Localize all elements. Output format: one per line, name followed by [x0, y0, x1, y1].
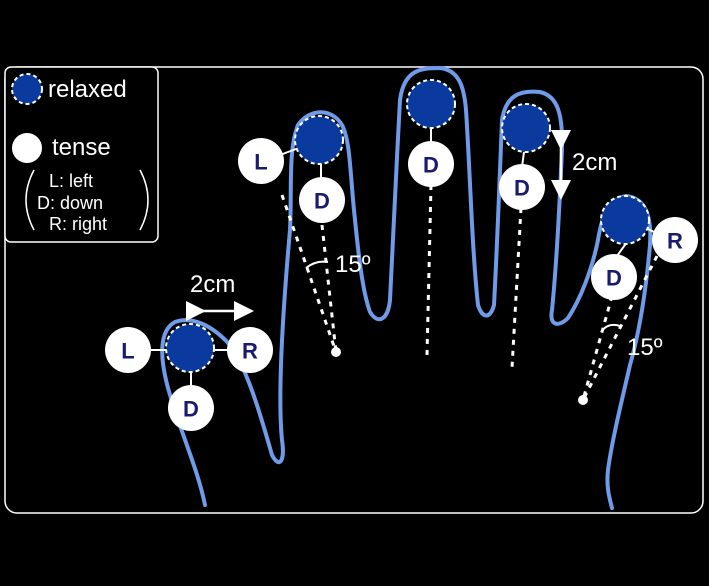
guide-lines	[280, 184, 659, 401]
tense-keys	[105, 138, 698, 431]
legend-relaxed-swatch	[11, 73, 43, 105]
index-left-key	[238, 138, 284, 184]
index-down-key-label: D	[314, 189, 330, 214]
legend-down-desc: D: down	[37, 193, 103, 213]
legend-tense-label: tense	[52, 134, 111, 161]
legend-right-paren	[139, 169, 149, 231]
middle-guide	[425, 184, 433, 356]
pinky-guide-b	[581, 255, 659, 401]
pinky-down-key	[591, 254, 637, 300]
ring-relaxed-key	[501, 103, 551, 153]
thumb-down-key	[168, 385, 214, 431]
index-pivot-dot	[331, 347, 341, 357]
index-left-key-label: L	[254, 150, 267, 175]
index-relaxed-key	[294, 115, 344, 165]
middle-down-key	[408, 141, 454, 187]
index-angle-label: 15º	[335, 251, 371, 278]
index-down-key	[299, 177, 345, 223]
index-angle-arc	[305, 260, 329, 269]
pinky-pivot-dot	[578, 395, 588, 405]
legend: relaxed tense L: left D: down R: right	[4, 66, 159, 243]
legend-left-desc: L: left	[49, 171, 93, 191]
relaxed-keys	[165, 79, 650, 373]
middle-down-key-label: D	[423, 153, 439, 178]
middle-relaxed-key	[406, 79, 456, 129]
pinky-right-key	[652, 217, 698, 263]
thumb-left-key-label: L	[121, 339, 134, 364]
ring-down-key	[499, 164, 545, 210]
thumb-left-key	[105, 327, 151, 373]
pinky-guide-a	[581, 295, 614, 401]
diagram-frame	[4, 66, 704, 514]
legend-relaxed-label: relaxed	[48, 76, 127, 103]
pinky-angle-label: 15º	[627, 334, 663, 361]
legend-left-paren	[25, 169, 35, 231]
pinky-relaxed-key	[600, 195, 650, 245]
thumb-right-key-label: R	[242, 339, 258, 364]
ring-down-key-label: D	[514, 176, 530, 201]
pinky-angle-arc	[600, 323, 621, 333]
legend-right-desc: R: right	[49, 214, 107, 234]
thumb-span-label: 2cm	[190, 271, 235, 298]
thumb-down-key-label: D	[183, 397, 199, 422]
pinky-down-key-label: D	[606, 266, 622, 291]
legend-tense-swatch	[12, 133, 42, 163]
hand-outline	[160, 66, 653, 510]
legend-box	[4, 66, 159, 243]
thumb-right-key	[227, 327, 273, 373]
thumb-relaxed-key	[165, 323, 215, 373]
pinky-right-key-label: R	[667, 229, 683, 254]
ring-guide	[510, 207, 523, 369]
middle-span-label: 2cm	[572, 149, 617, 176]
